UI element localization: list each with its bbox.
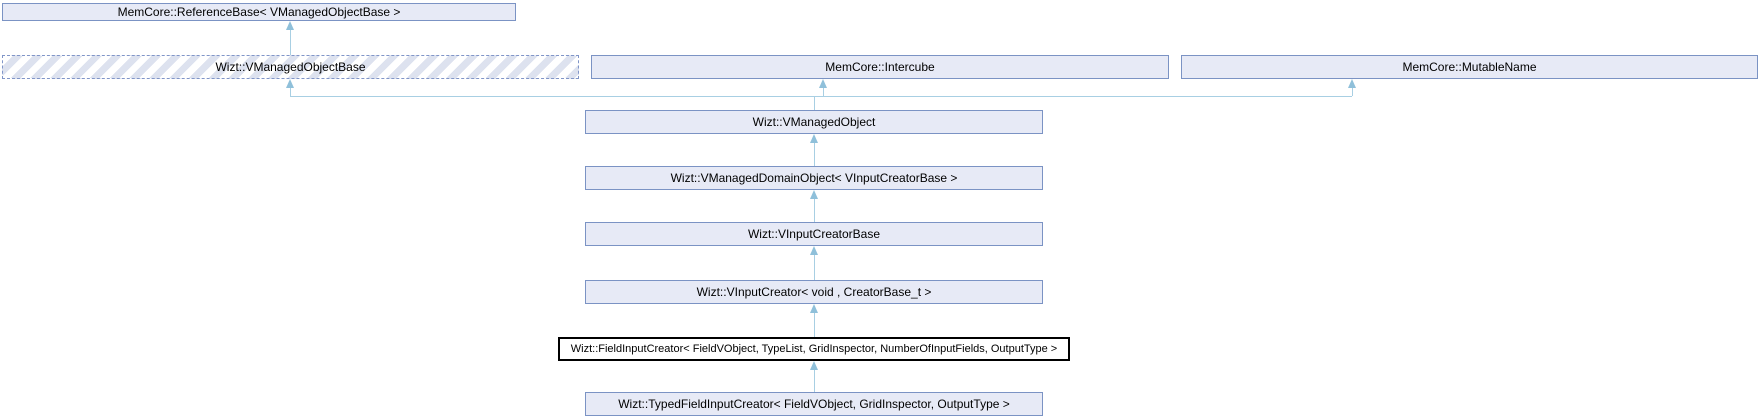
edge-line-to-vmanagedobjectbase — [290, 88, 291, 96]
class-node-wizt-fieldinputcreator-current: Wizt::FieldInputCreator< FieldVObject, T… — [558, 337, 1070, 361]
class-node-wizt-vinputcreator[interactable]: Wizt::VInputCreator< void , CreatorBase_… — [585, 280, 1043, 304]
class-node-wizt-typedfieldinputcreator[interactable]: Wizt::TypedFieldInputCreator< FieldVObje… — [585, 392, 1043, 416]
edge-arrowhead-to-intercube — [819, 79, 827, 88]
edge-stub-vmanagedobject — [814, 97, 815, 110]
edge-arrowhead-to-vinputcreator — [810, 304, 818, 313]
class-node-wizt-vmanageddomainobject[interactable]: Wizt::VManagedDomainObject< VInputCreato… — [585, 166, 1043, 190]
edge-line-to-fieldinputcreator — [814, 370, 815, 392]
edge-line-to-vmanagedobject — [814, 143, 815, 166]
edge-rail-vmanagedobject-parents — [290, 96, 1352, 97]
edge-arrowhead-to-fieldinputcreator — [810, 361, 818, 370]
edge-line-vmanagedobjectbase-to-referencebase — [290, 30, 291, 55]
edge-line-to-vinputcreatorbase — [814, 255, 815, 280]
class-node-wizt-vmanagedobjectbase: Wizt::VManagedObjectBase — [2, 55, 579, 79]
edge-arrowhead-to-vmanagedobjectbase — [286, 79, 294, 88]
class-node-wizt-vinputcreatorbase[interactable]: Wizt::VInputCreatorBase — [585, 222, 1043, 246]
class-node-memcore-intercube[interactable]: MemCore::Intercube — [591, 55, 1169, 79]
edge-arrowhead-to-vmanagedobject — [810, 134, 818, 143]
class-node-memcore-referencebase[interactable]: MemCore::ReferenceBase< VManagedObjectBa… — [2, 3, 516, 21]
edge-arrowhead-to-vmanageddomainobject — [810, 190, 818, 199]
edge-line-to-vinputcreator — [814, 313, 815, 337]
edge-arrowhead-vmanagedobjectbase-to-referencebase — [286, 21, 294, 30]
edge-arrowhead-to-mutablename — [1348, 79, 1356, 88]
edge-line-to-intercube — [823, 88, 824, 96]
class-node-memcore-mutablename[interactable]: MemCore::MutableName — [1181, 55, 1758, 79]
edge-line-to-mutablename — [1352, 88, 1353, 96]
class-node-wizt-vmanagedobject[interactable]: Wizt::VManagedObject — [585, 110, 1043, 134]
edge-line-to-vmanageddomainobject — [814, 199, 815, 222]
edge-arrowhead-to-vinputcreatorbase — [810, 246, 818, 255]
